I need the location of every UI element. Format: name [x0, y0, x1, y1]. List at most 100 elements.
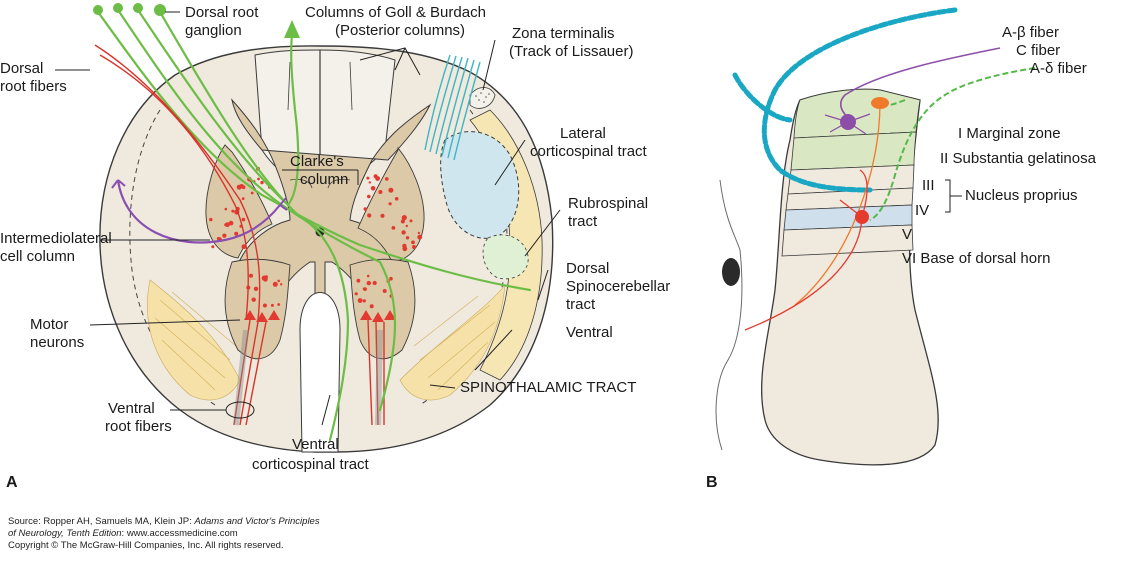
neuron-dot — [363, 207, 368, 211]
source-title-1: Adams and Victor's Principles — [194, 516, 320, 527]
dorsal-root-ganglion-cells — [93, 3, 166, 16]
neuron-dot — [241, 217, 246, 222]
neuron-dot — [234, 231, 239, 236]
panel-letter-b: B — [706, 474, 718, 491]
svg-text:Columns of Goll & Burdach: Columns of Goll & Burdach — [305, 4, 486, 21]
neuron-dot — [385, 177, 389, 181]
panel-letter-a: A — [6, 474, 18, 491]
neuron-dot — [405, 236, 410, 240]
svg-text:corticospinal tract: corticospinal tract — [530, 143, 648, 160]
neuron-dot — [411, 240, 415, 245]
svg-text:A: A — [6, 474, 18, 491]
a-beta-fiber — [732, 7, 958, 193]
zona-terminalis — [469, 87, 496, 109]
label-ventral-root-fibers-2: root fibers — [105, 418, 172, 435]
label-lamina-i: I Marginal zone — [958, 125, 1061, 142]
label-dorsal-root-ganglion-1: Dorsal root — [185, 4, 259, 21]
leader-lines-a — [55, 11, 561, 426]
motor-neurons-left — [244, 310, 280, 322]
svg-text:tract: tract — [566, 296, 596, 313]
label-goll-burdach-2: (Posterior columns) — [335, 22, 465, 39]
svg-text:column: column — [300, 171, 348, 188]
autonomic-fiber — [116, 179, 281, 244]
label-lamina-iv: IV — [915, 202, 929, 219]
neuron-dot — [231, 209, 235, 213]
neuron-dot — [228, 220, 234, 226]
cord-edge-b — [715, 179, 743, 451]
neuron-dot — [378, 190, 383, 194]
label-a-delta: A-δ fiber — [1030, 60, 1087, 77]
svg-text:Intermediolateral: Intermediolateral — [0, 230, 112, 247]
label-dorsal-root-fibers-1: Dorsal — [0, 60, 43, 77]
label-dorsal-spinocerebellar-2: Spinocerebellar — [566, 278, 670, 295]
neuron-dot — [260, 180, 264, 185]
svg-text:Ventral: Ventral — [108, 400, 155, 417]
lamina-vi — [781, 224, 914, 257]
neuron-dot — [391, 226, 396, 230]
svg-text:tract: tract — [568, 213, 598, 230]
svg-text:ganglion: ganglion — [185, 22, 242, 39]
svg-text:corticospinal tract: corticospinal tract — [252, 456, 370, 473]
neuron-dot — [401, 230, 406, 235]
neuron-dot — [367, 213, 372, 218]
neuron-dot — [354, 292, 358, 296]
label-dorsal-spinocerebellar-1: Dorsal — [566, 260, 609, 277]
rubrospinal-region — [482, 234, 529, 280]
neuron-dot — [389, 276, 393, 281]
label-lamina-v: V — [902, 226, 912, 243]
label-clarkes-column-1: Clarke's — [290, 153, 344, 170]
svg-text:Ventral: Ventral — [292, 436, 339, 453]
svg-text:Lateral: Lateral — [560, 125, 606, 142]
neuron-dot — [380, 213, 385, 218]
svg-text:Nucleus proprius: Nucleus proprius — [965, 187, 1078, 204]
svg-text:C fiber: C fiber — [1016, 42, 1060, 59]
label-rubrospinal-2: tract — [568, 213, 598, 230]
svg-text:Ventral: Ventral — [566, 324, 613, 341]
lamina-i-ii — [793, 88, 921, 139]
label-rubrospinal-1: Rubrospinal — [568, 195, 648, 212]
neuron-dot — [362, 299, 366, 303]
neuron-dot — [367, 194, 371, 199]
source-credit: Source: Ropper AH, Samuels MA, Klein JP:… — [8, 516, 320, 552]
label-ventral: Ventral — [566, 324, 613, 341]
a-delta-fiber — [869, 67, 1036, 221]
neuron-dot — [224, 207, 228, 211]
motor-neurons-right — [360, 310, 396, 322]
source-prefix: Source: Ropper AH, Samuels MA, Klein JP: — [8, 516, 195, 527]
label-lateral-corticospinal-1: Lateral — [560, 125, 606, 142]
ventral-tract-left — [147, 279, 241, 401]
neuron-dot — [241, 197, 245, 201]
nucleus-bracket — [945, 179, 962, 213]
neuron-dot — [277, 303, 281, 306]
label-c-fiber: C fiber — [1016, 42, 1060, 59]
svg-text:root fibers: root fibers — [0, 78, 67, 95]
label-intermediolateral-2: cell column — [0, 248, 75, 265]
neuron-dot — [241, 244, 247, 250]
label-dorsal-spinocerebellar-3: tract — [566, 296, 596, 313]
svg-text:II Substantia gelatinosa: II Substantia gelatinosa — [940, 150, 1097, 167]
svg-text:Dorsal: Dorsal — [0, 60, 43, 77]
svg-text:I Marginal zone: I Marginal zone — [958, 125, 1061, 142]
ventral-median-fissure — [299, 292, 341, 453]
neuron-dot — [402, 243, 407, 249]
svg-text:cell column: cell column — [0, 248, 75, 265]
neuron-dot — [272, 281, 278, 287]
svg-text:A-δ fiber: A-δ fiber — [1030, 60, 1087, 77]
neuron-dot — [277, 279, 281, 283]
ventral-root-fibers-right — [367, 319, 385, 426]
label-spinothalamic: SPINOTHALAMIC TRACT — [460, 379, 636, 396]
neuron-dot — [362, 287, 366, 290]
c-fiber — [840, 47, 1001, 121]
dorsal-root-fibers-green — [96, 8, 532, 442]
ventral-hatching — [154, 291, 496, 391]
neuron-dot — [356, 278, 361, 283]
svg-text:Dorsal root: Dorsal root — [185, 4, 259, 21]
label-motor-neurons-2: neurons — [30, 334, 84, 351]
svg-text:Dorsal: Dorsal — [566, 260, 609, 277]
neuron-dot — [222, 233, 227, 238]
neuron-dot — [388, 187, 394, 193]
label-ventral-root-fibers-1: Ventral — [108, 400, 155, 417]
source-copyright: Copyright © The McGraw-Hill Companies, I… — [8, 540, 284, 551]
